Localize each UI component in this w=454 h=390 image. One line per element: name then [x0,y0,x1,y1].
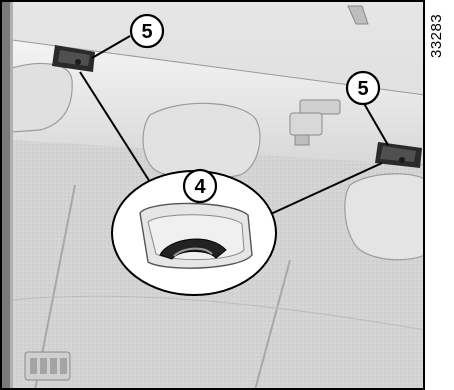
callout-label: 4 [194,176,206,198]
headrest-right [345,174,425,260]
floor-vent [25,352,70,380]
figure-reference-number: 33283 [428,14,445,58]
callout-label: 5 [357,78,368,100]
side-strip [425,0,454,390]
headrest-middle [143,103,260,179]
rear-seat-illustration: 5 5 4 [0,0,425,390]
callout-label: 5 [141,21,152,43]
callout-detail: 4 [184,170,216,202]
callout-left-anchor: 5 [131,15,163,47]
callout-right-anchor: 5 [347,72,379,104]
